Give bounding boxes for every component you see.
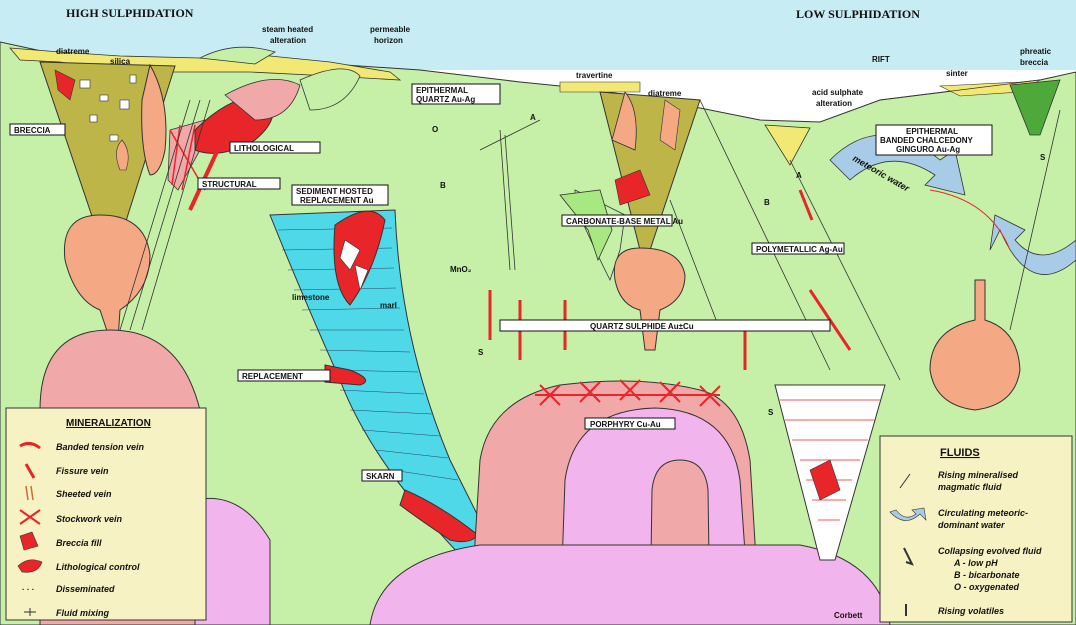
label-a-mid: A — [530, 113, 536, 122]
legend-fluids-item-1: magmatic fluid — [938, 482, 1002, 492]
label-travertine: travertine — [576, 71, 613, 80]
legend-min-item-0: Banded tension vein — [56, 442, 145, 452]
label-structural: STRUCTURAL — [202, 180, 257, 189]
title-low: LOW SULPHIDATION — [796, 7, 920, 21]
label-sinter: sinter — [946, 69, 968, 78]
label-horizon: horizon — [374, 36, 403, 45]
label-rift: RIFT — [872, 55, 890, 64]
label-quartz-sulphide: QUARTZ SULPHIDE Au±Cu — [590, 322, 694, 331]
legend-fluids-item-8: Rising volatiles — [938, 606, 1004, 616]
legend-min-item-5: Lithological control — [56, 562, 140, 572]
legend-fluids-item-3: dominant water — [938, 520, 1005, 530]
label-epithermal-q1: EPITHERMAL — [416, 86, 468, 95]
label-lithological: LITHOLOGICAL — [234, 144, 294, 153]
title-high: HIGH SULPHIDATION — [66, 6, 194, 20]
label-epi-banded-1: EPITHERMAL — [906, 127, 958, 136]
label-replacement: REPLACEMENT — [242, 372, 303, 381]
label-b-left: B — [440, 181, 446, 190]
label-skarn: SKARN — [366, 472, 395, 481]
label-polymetallic: POLYMETALLIC Ag-Au — [756, 245, 843, 254]
legend-fluids-item-0: Rising mineralised — [938, 470, 1019, 480]
label-s-right: S — [768, 408, 774, 417]
label-s-left: S — [478, 348, 484, 357]
label-epithermal-q2: QUARTZ Au-Ag — [416, 95, 475, 104]
label-mno2: MnO₂ — [450, 265, 472, 274]
legend-fluids-item-5: A - low pH — [953, 558, 998, 568]
label-alteration-2: alteration — [816, 99, 852, 108]
legend-min-item-6: Disseminated — [56, 584, 115, 594]
label-o: O — [432, 125, 438, 134]
legend-min-item-4: Breccia fill — [56, 538, 102, 548]
label-diatreme-left: diatreme — [56, 47, 90, 56]
legend-fluids-title: FLUIDS — [940, 447, 980, 459]
label-sediment-1: SEDIMENT HOSTED — [296, 187, 373, 196]
legend-min-item-7: Fluid mixing — [56, 608, 110, 618]
label-b-right: B — [764, 198, 770, 207]
label-acid-sulphate: acid sulphate — [812, 88, 864, 97]
legend-fluids: FLUIDS Rising mineralised magmatic fluid… — [880, 436, 1072, 622]
legend-min-item-3: Stockwork vein — [56, 514, 123, 524]
label-phreatic: phreatic — [1020, 47, 1052, 56]
legend-min-item-1: Fissure vein — [56, 466, 109, 476]
legend-fluids-item-6: B - bicarbonate — [954, 570, 1020, 580]
legend-fluids-item-7: O - oxygenated — [954, 582, 1020, 592]
label-a-right: A — [796, 171, 802, 180]
sinter-low — [560, 82, 640, 92]
label-steam-heated: steam heated — [262, 25, 313, 34]
label-breccia: BRECCIA — [14, 126, 51, 135]
label-sediment-2: REPLACEMENT Au — [300, 196, 374, 205]
legend-min-title: MINERALIZATION — [66, 418, 151, 429]
legend-fluids-item-4: Collapsing evolved fluid — [938, 546, 1042, 556]
label-silica: silica — [110, 57, 131, 66]
label-breccia-low: breccia — [1020, 58, 1049, 67]
label-epi-banded-2: BANDED CHALCEDONY — [880, 136, 974, 145]
label-carbonate: CARBONATE-BASE METAL Au — [566, 217, 683, 226]
label-porphyry: PORPHYRY Cu-Au — [590, 420, 661, 429]
legend-mineralization: MINERALIZATION Banded tension vein Fissu… — [6, 408, 206, 620]
label-epi-banded-3: GINGURO Au-Ag — [896, 145, 960, 154]
basal-intrusion — [370, 545, 890, 625]
label-marl: marl — [380, 301, 397, 310]
label-corbett: Corbett — [834, 611, 863, 620]
label-limestone: limestone — [292, 293, 330, 302]
label-s-far: S — [1040, 153, 1046, 162]
disseminated-icon: · · · — [22, 585, 34, 594]
legend-min-item-2: Sheeted vein — [56, 489, 112, 499]
label-alteration-1: alteration — [270, 36, 306, 45]
label-permeable: permeable — [370, 25, 411, 34]
label-diatreme-mid: diatreme — [648, 89, 682, 98]
legend-fluids-item-2: Circulating meteoric- — [938, 508, 1028, 518]
